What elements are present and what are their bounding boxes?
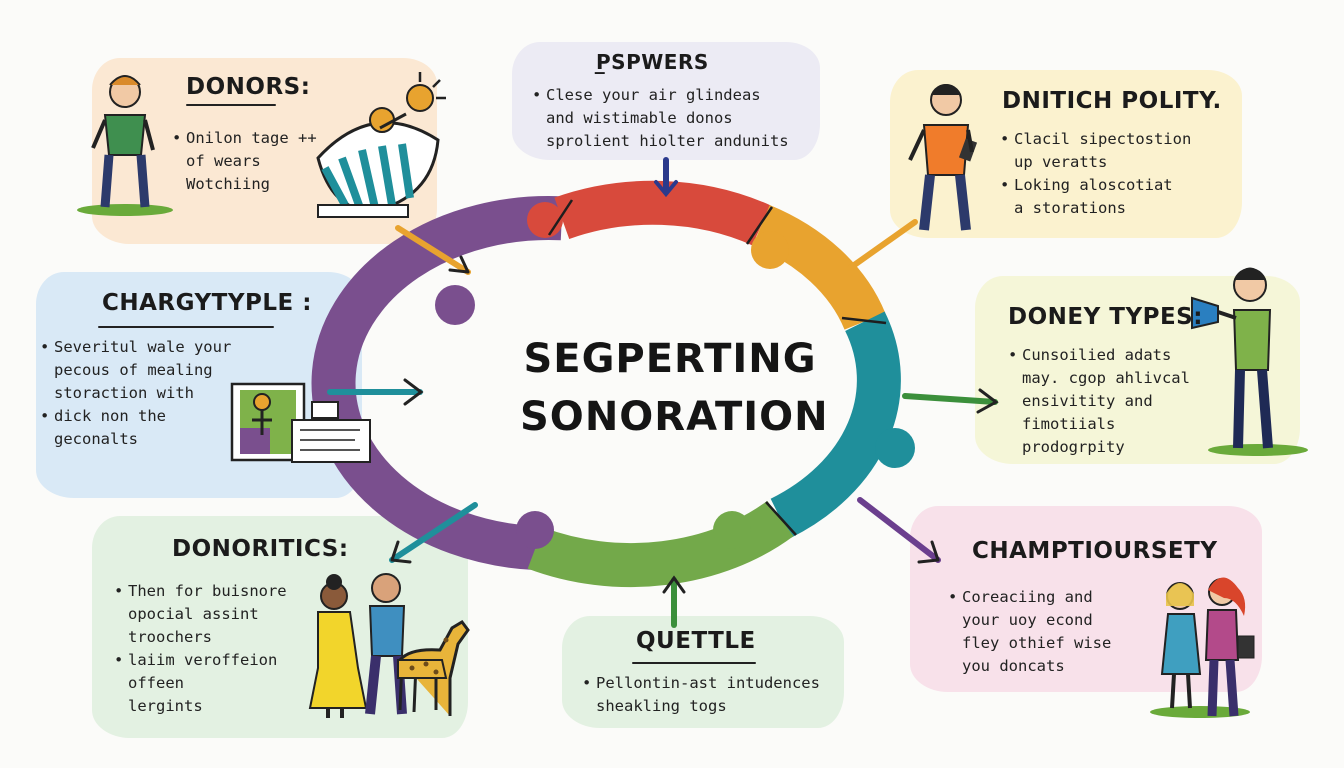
center-title-line1: SEGPERTING <box>523 336 817 382</box>
arrow-to-champ <box>857 497 941 563</box>
arrow-from-donors <box>395 225 471 275</box>
giraffe-icon <box>397 620 470 716</box>
card-top-title: P̲SPWERS <box>596 50 709 74</box>
card-dnitich-bullets: •Clacil sipectostion up veratts •Loking … <box>1000 130 1192 217</box>
ring-segment-red <box>554 180 771 246</box>
document-picture-icon <box>230 382 371 463</box>
arrow-to-doney <box>902 393 998 405</box>
card-chargy-bullets: •Severitul wale your pecous of mealing s… <box>40 338 232 448</box>
fan-icon <box>316 107 440 218</box>
ring-segment-teal <box>770 311 901 539</box>
ring-segment-purple <box>311 195 563 570</box>
card-donors-title: DONORS: <box>186 74 311 100</box>
card-top-bullets: •Clese your air glindeas and wistimable … <box>532 86 789 150</box>
arrow-to-dnitich <box>847 219 918 271</box>
card-donoritics-title: DONORITICS: <box>172 536 349 562</box>
center-title-line2: SONORATION <box>520 394 829 440</box>
card-quettle-bullets: •Pellontin-ast intudences sheakling togs <box>582 674 820 715</box>
person-green-icon <box>77 75 173 216</box>
card-doney-bullets: •Cunsoilied adats may. cgop ahlivcal ens… <box>1008 346 1190 456</box>
person-megaphone-icon <box>1191 267 1308 456</box>
two-women-icon <box>1150 577 1255 718</box>
ring-segment-green <box>527 500 794 588</box>
sparkle-icon <box>379 72 446 130</box>
card-doney-title: DONEY TYPES: <box>1008 304 1203 330</box>
ring-knobs <box>435 202 915 549</box>
card-quettle-bg <box>562 616 844 728</box>
card-dnitich-title: DNITICH POLITY. <box>1002 88 1222 114</box>
card-donoritics-bullets: •Then for buisnore opocial assint trooch… <box>114 582 287 715</box>
card-quettle-title: QUETTLE <box>636 628 756 654</box>
card-champ-bullets: •Coreaciing and your uoy econd fley othi… <box>948 588 1112 675</box>
center-title: SEGPERTING SONORATION <box>520 330 829 446</box>
card-top-bg <box>512 42 820 160</box>
person-orange-phone-icon <box>908 84 978 231</box>
card-champ-bg <box>910 506 1262 692</box>
card-donors-bullets: •Onilon tage ++ of wears Wotchiing <box>172 129 317 193</box>
card-champ-title: CHAMPTIOURSETY <box>972 538 1218 564</box>
arrow-to-donoritics <box>389 502 478 563</box>
couple-icon <box>308 573 407 718</box>
card-chargy-title: CHARGYTYPLE : <box>102 290 312 316</box>
connector-arrows <box>327 157 999 628</box>
